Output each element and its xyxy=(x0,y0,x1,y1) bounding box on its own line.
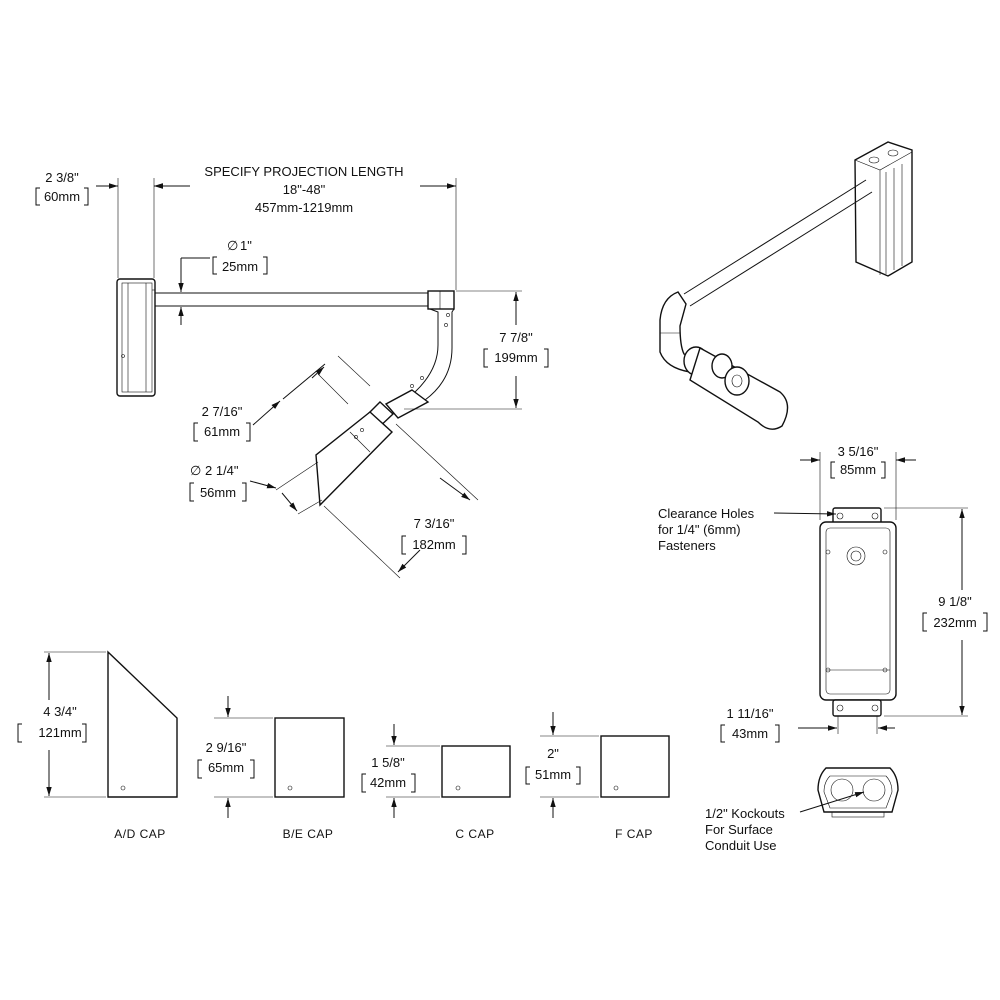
box-height-metric: 232mm xyxy=(933,615,976,630)
clearance-line-1: Clearance Holes xyxy=(658,506,755,521)
box-width-imperial: 3 5/16" xyxy=(838,444,879,459)
clearance-note: Clearance Holes for 1/4" (6mm) Fasteners xyxy=(658,506,837,553)
head-width-metric: 61mm xyxy=(204,424,240,439)
projection-title: SPECIFY PROJECTION LENGTH xyxy=(204,164,403,179)
cap-be-label: B/E CAP xyxy=(283,827,334,841)
isometric-view xyxy=(659,141,913,430)
head-diameter-imperial: 2 1/4" xyxy=(205,463,239,478)
dim-head-diameter: ∅ 2 1/4" 56mm xyxy=(189,461,323,515)
drop-imperial: 7 7/8" xyxy=(499,330,533,345)
head-length-metric: 182mm xyxy=(412,537,455,552)
arm-diameter-metric: 25mm xyxy=(222,259,258,274)
box-height-imperial: 9 1/8" xyxy=(938,594,972,609)
lamp-head xyxy=(315,401,395,507)
dim-head-width: 2 7/16" 61mm xyxy=(193,355,371,442)
box-depth-metric: 43mm xyxy=(732,726,768,741)
projection-imperial: 18"-48" xyxy=(283,182,326,197)
clearance-line-2: for 1/4" (6mm) xyxy=(658,522,741,537)
head-length-imperial: 7 3/16" xyxy=(414,516,455,531)
cap-f-label: F CAP xyxy=(615,827,653,841)
kockout-note: 1/2" Kockouts For Surface Conduit Use xyxy=(705,791,865,853)
dim-projection: SPECIFY PROJECTION LENGTH 18"-48" 457mm-… xyxy=(154,164,457,290)
side-view: 2 3/8" 60mm SPECIFY PROJECTION LENGTH 18… xyxy=(35,164,549,579)
iso-arm xyxy=(659,179,873,373)
box-body xyxy=(819,507,897,717)
iso-lamp-head xyxy=(683,346,789,430)
head-width-imperial: 2 7/16" xyxy=(202,404,243,419)
kockout-line-3: Conduit Use xyxy=(705,838,777,853)
head-diameter-metric: 56mm xyxy=(200,485,236,500)
dim-mount-width: 2 3/8" 60mm xyxy=(35,170,176,278)
kockout-line-2: For Surface xyxy=(705,822,773,837)
box-bottom-view xyxy=(817,767,899,818)
head-diameter-symbol: ∅ xyxy=(190,463,201,478)
dim-drop: 7 7/8" 199mm xyxy=(404,290,549,410)
diameter-symbol: ∅ xyxy=(227,238,238,253)
wall-mount-box xyxy=(116,278,156,397)
cap-c: 1 5/8" 42mm C CAP xyxy=(361,724,511,841)
drop-metric: 199mm xyxy=(494,350,537,365)
kockout-line-1: 1/2" Kockouts xyxy=(705,806,785,821)
mount-width-metric: 60mm xyxy=(44,189,80,204)
cap-ad-imperial: 4 3/4" xyxy=(43,704,77,719)
cap-c-label: C CAP xyxy=(455,827,494,841)
cap-c-imperial: 1 5/8" xyxy=(371,755,405,770)
caps-row: 4 3/4" 121mm A/D CAP 2 9/16" 65mm B/E CA… xyxy=(17,650,670,841)
front-view: 3 5/16" 85mm Clearance Holes for 1/4" (6… xyxy=(658,444,988,853)
cap-be-metric: 65mm xyxy=(208,760,244,775)
cap-ad-label: A/D CAP xyxy=(114,827,166,841)
iso-mount-box xyxy=(854,141,913,277)
arm-diameter-imperial: 1" xyxy=(240,238,252,253)
projection-metric: 457mm-1219mm xyxy=(255,200,353,215)
box-depth-imperial: 1 11/16" xyxy=(726,706,773,721)
mount-width-imperial: 2 3/8" xyxy=(45,170,79,185)
dim-arm-diameter: ∅ 1" 25mm xyxy=(178,238,268,325)
cap-be: 2 9/16" 65mm B/E CAP xyxy=(197,696,345,841)
cap-c-metric: 42mm xyxy=(370,775,406,790)
dim-box-width: 3 5/16" 85mm xyxy=(800,444,916,520)
cap-be-imperial: 2 9/16" xyxy=(206,740,247,755)
cap-f: 2" 51mm F CAP xyxy=(525,712,670,841)
cap-ad-metric: 121mm xyxy=(38,725,81,740)
dim-head-length: 7 3/16" 182mm xyxy=(323,423,479,579)
cap-ad: 4 3/4" 121mm A/D CAP xyxy=(17,650,178,841)
arm xyxy=(155,290,455,419)
dim-box-height: 9 1/8" 232mm xyxy=(884,507,988,717)
cap-f-imperial: 2" xyxy=(547,746,559,761)
clearance-line-3: Fasteners xyxy=(658,538,716,553)
box-width-metric: 85mm xyxy=(840,462,876,477)
dim-box-depth: 1 11/16" 43mm xyxy=(720,706,895,743)
cap-f-metric: 51mm xyxy=(535,767,571,782)
